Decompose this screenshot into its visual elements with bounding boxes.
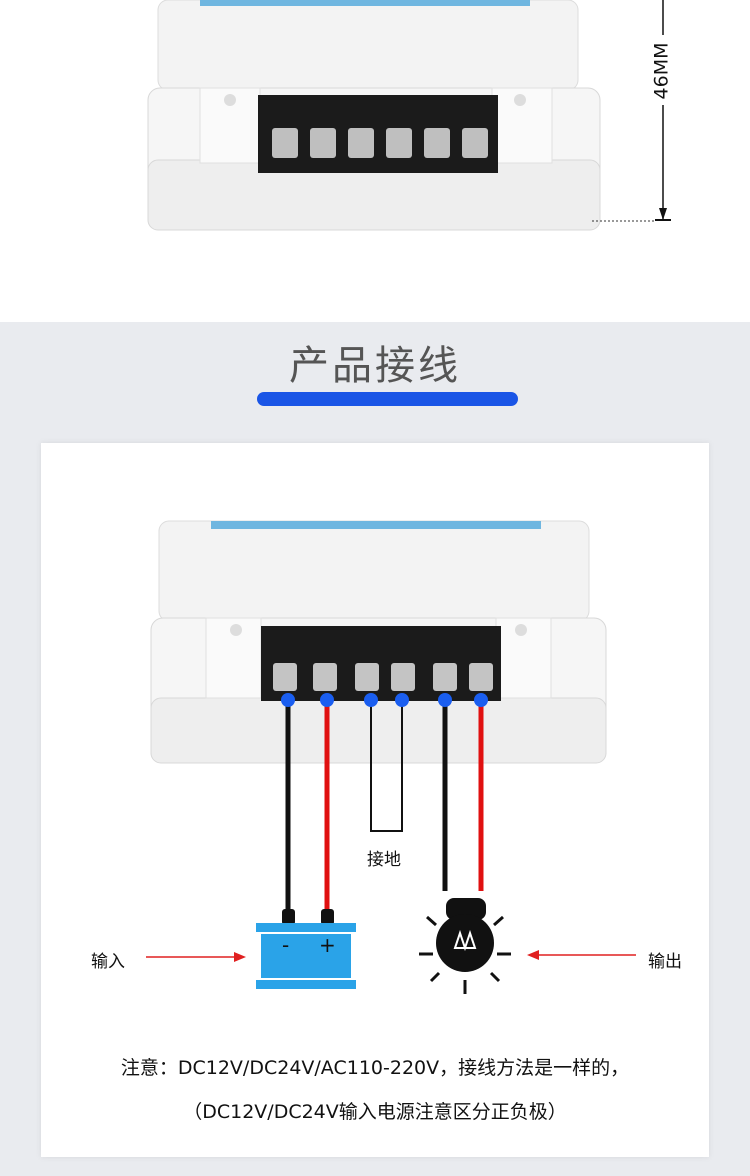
device-side-view xyxy=(147,0,674,231)
output-arrow xyxy=(527,950,636,960)
top-product-section: 46MM xyxy=(0,0,750,322)
battery-icon xyxy=(256,909,356,989)
wiring-diagram xyxy=(146,520,636,994)
device-body xyxy=(150,520,607,764)
output-label: 输出 xyxy=(648,952,682,972)
light-bulb-icon xyxy=(419,898,511,994)
note-line-1: 注意：DC12V/DC24V/AC110-220V，接线方法是一样的， xyxy=(120,1057,630,1079)
title-underline-bar xyxy=(257,392,518,406)
wiring-diagram-panel: 接地 输入 输出 - + xyxy=(41,443,709,1157)
note-line-2: （DC12V/DC24V输入电源注意区分正负极） xyxy=(183,1101,567,1123)
battery-plus-label: + xyxy=(319,933,336,957)
section-title: 产品接线 xyxy=(289,343,461,389)
input-label: 输入 xyxy=(91,952,125,972)
wires xyxy=(285,701,484,913)
dimension-label: 46MM xyxy=(650,42,673,100)
ground-jumper-wire xyxy=(370,701,403,832)
input-arrow xyxy=(146,952,246,962)
terminal-dots xyxy=(281,693,488,707)
ground-label: 接地 xyxy=(367,850,401,870)
battery-minus-label: - xyxy=(282,933,290,957)
terminal-screws-top xyxy=(272,128,488,158)
